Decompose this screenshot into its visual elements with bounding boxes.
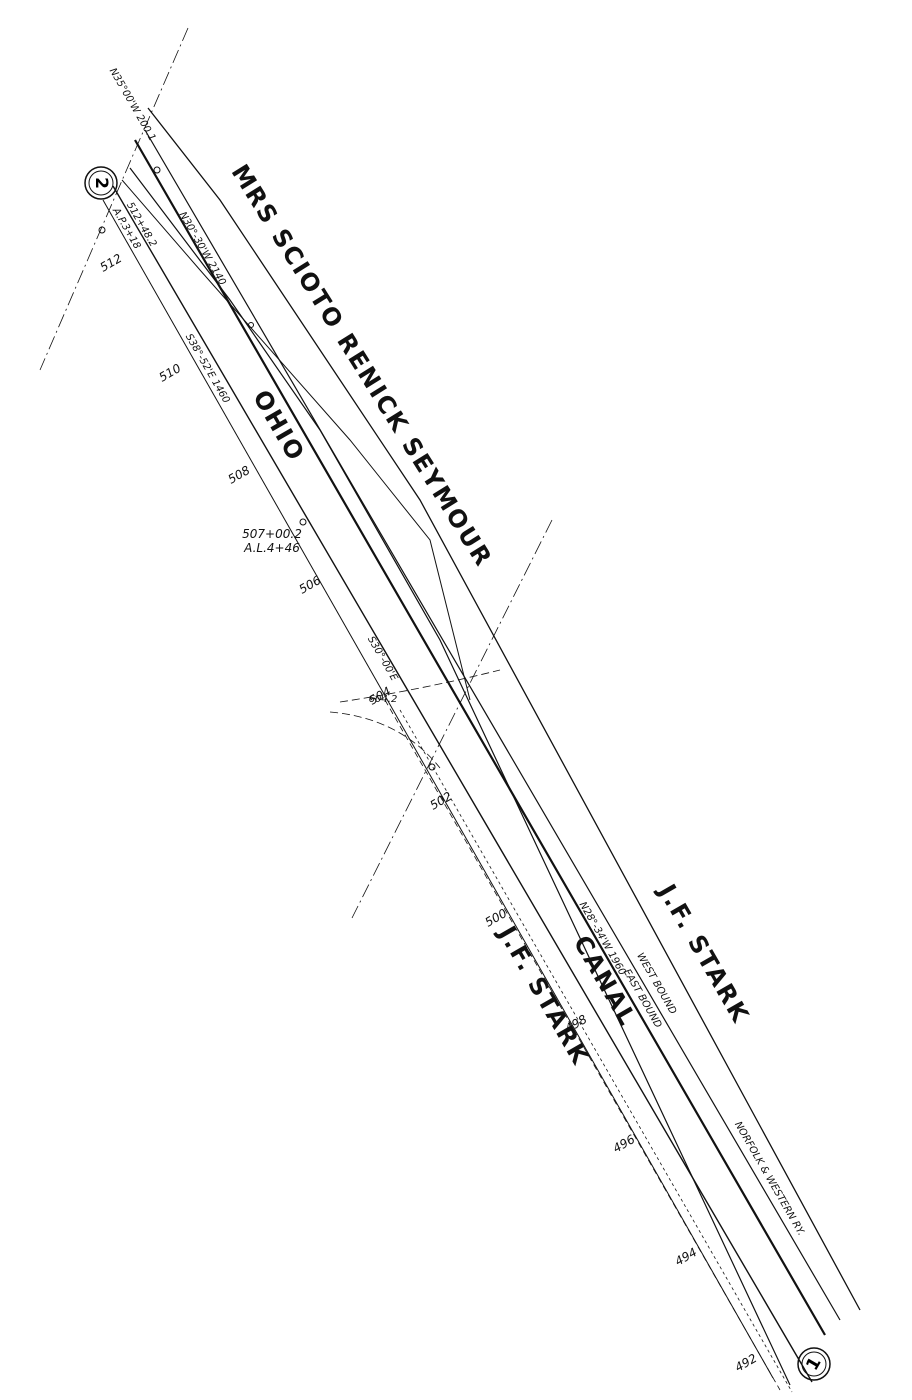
- side-road-curve: [329, 711, 441, 769]
- dashed-boundary-line: [384, 699, 781, 1391]
- station-label: 506: [297, 573, 324, 597]
- dotted-boundary-line: [399, 709, 793, 1393]
- ref-line-middle: [351, 519, 553, 919]
- side-road-crossing: [339, 669, 501, 703]
- bearing-note-1: S38°-52'E 1460: [183, 332, 232, 405]
- al-mid: A.L.4+46: [243, 541, 300, 555]
- station-label: 512: [98, 251, 125, 275]
- point-1-marker: 1: [797, 1347, 831, 1381]
- station-label: 500: [483, 906, 510, 930]
- station-label: 510: [157, 361, 184, 385]
- offset-note: 604.2: [369, 694, 398, 705]
- station-labels: 512 510 508 506 504 502 500 498 496 494 …: [98, 251, 760, 1375]
- station-label: 494: [673, 1245, 700, 1269]
- ref-line-top: [39, 27, 189, 371]
- station-label: 492: [733, 1351, 760, 1375]
- top-bearing-note: N35°00'W 200.1: [107, 66, 158, 143]
- rail-track-east-bound: [144, 129, 841, 1321]
- ohio-route-left: [121, 179, 471, 701]
- railroad-label: NORFOLK & WESTERN RY.: [732, 1120, 806, 1238]
- point-2-marker: 2: [84, 166, 118, 200]
- station-label: 502: [428, 789, 455, 813]
- point-2-label: 2: [91, 177, 111, 189]
- reference-lines: [39, 27, 553, 919]
- station-label: 508: [226, 463, 253, 487]
- canal-far-left-line: [102, 199, 774, 1379]
- survey-point: [248, 322, 254, 328]
- rr-bearing-top: N30°-30'W 2140: [177, 210, 228, 287]
- survey-point: [153, 166, 161, 174]
- railroad-row-line: [147, 107, 861, 1311]
- ohio-route-right: [129, 167, 791, 1386]
- survey-point: [428, 763, 436, 771]
- survey-point: [299, 518, 307, 526]
- survey-points: [98, 166, 436, 771]
- rail-track-west-bound: [134, 139, 826, 1336]
- canal-left-line: [112, 185, 813, 1383]
- survey-point: [98, 226, 106, 234]
- station-label: 496: [611, 1132, 638, 1156]
- canal-and-railroad-lines: [102, 107, 861, 1393]
- bearing-note-2: S30°-00'E: [365, 635, 400, 684]
- station-mid: 507+00.2: [242, 527, 302, 541]
